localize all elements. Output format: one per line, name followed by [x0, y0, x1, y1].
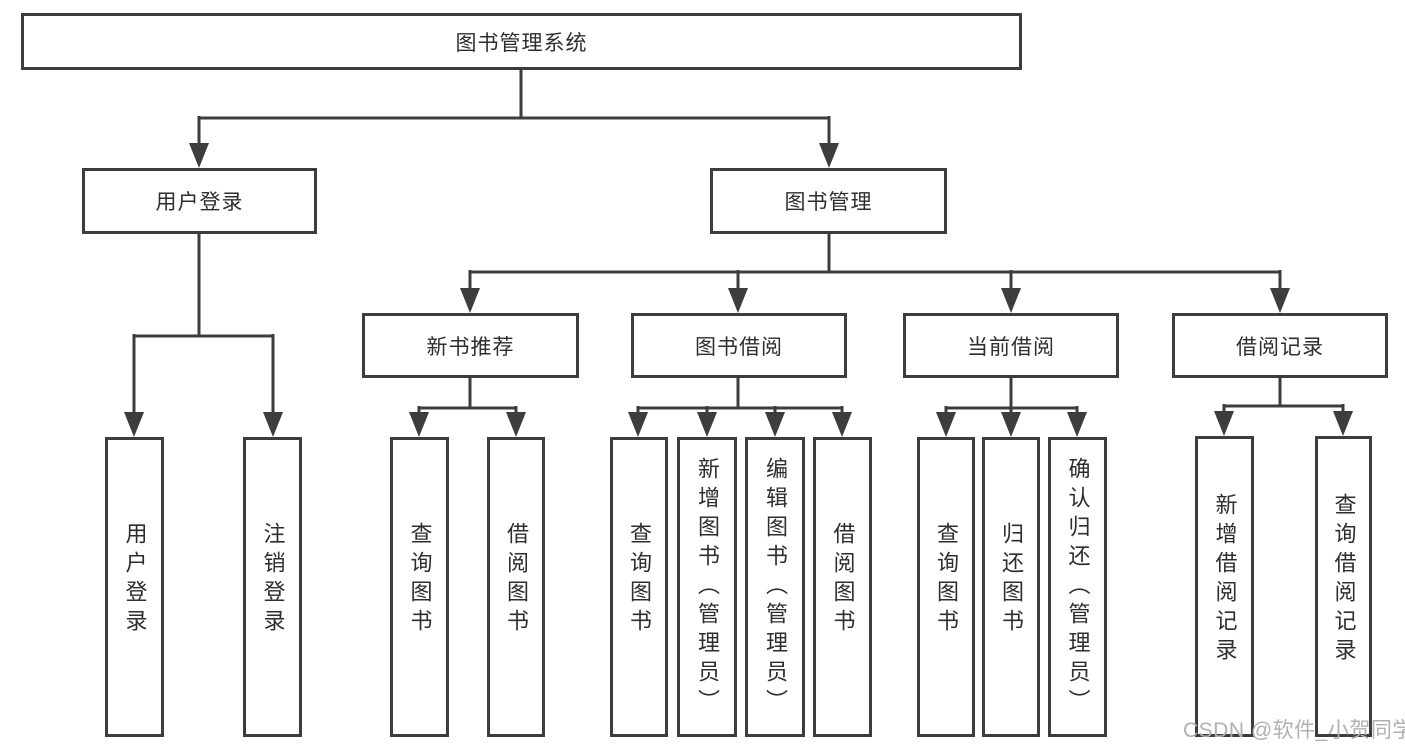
- node-book-borrowing-label: 图书借阅: [695, 335, 783, 359]
- node-new-book-recommend-label: 新书推荐: [426, 335, 515, 359]
- leaf-add-books-admin-label: 新增图书（管理员）: [695, 456, 720, 718]
- leaf-logout: 注销登录: [243, 437, 302, 737]
- leaf-query-books-recommend-label: 查询图书: [407, 522, 433, 638]
- leaf-return-books-label: 归还图书: [999, 522, 1024, 638]
- node-current-borrowing: 当前借阅: [903, 313, 1119, 378]
- leaf-query-borrow-record-label: 查询借阅记录: [1331, 492, 1357, 667]
- leaf-borrow-books-borrowing: 借阅图书: [813, 437, 872, 737]
- leaf-confirm-return-admin-label: 确认归还（管理员）: [1065, 456, 1091, 718]
- node-new-book-recommend: 新书推荐: [362, 313, 579, 378]
- leaf-add-books-admin: 新增图书（管理员）: [677, 437, 737, 737]
- leaf-borrow-books-borrowing-label: 借阅图书: [830, 522, 856, 638]
- leaf-query-books-recommend: 查询图书: [390, 437, 449, 737]
- leaf-logout-label: 注销登录: [260, 522, 286, 638]
- node-root: 图书管理系统: [21, 13, 1022, 70]
- leaf-confirm-return-admin: 确认归还（管理员）: [1048, 437, 1107, 737]
- node-book-management-label: 图书管理: [784, 191, 873, 214]
- node-borrowing-records-label: 借阅记录: [1236, 335, 1324, 359]
- node-current-borrowing-label: 当前借阅: [967, 335, 1055, 359]
- node-borrowing-records: 借阅记录: [1172, 313, 1388, 378]
- leaf-edit-books-admin-label: 编辑图书（管理员）: [763, 456, 788, 718]
- leaf-return-books: 归还图书: [982, 437, 1040, 737]
- node-user-login: 用户登录: [82, 168, 317, 234]
- leaf-edit-books-admin: 编辑图书（管理员）: [745, 437, 805, 737]
- leaf-user-login-label: 用户登录: [122, 522, 148, 638]
- leaf-query-borrow-record: 查询借阅记录: [1315, 436, 1372, 737]
- node-book-management: 图书管理: [710, 168, 947, 234]
- node-user-login-label: 用户登录: [155, 191, 244, 214]
- node-root-label: 图书管理系统: [455, 31, 588, 55]
- leaf-borrow-books-recommend: 借阅图书: [487, 437, 545, 737]
- leaf-add-borrow-record-label: 新增借阅记录: [1212, 492, 1238, 667]
- leaf-borrow-books-recommend-label: 借阅图书: [504, 522, 529, 638]
- node-book-borrowing: 图书借阅: [631, 313, 847, 378]
- leaf-add-borrow-record: 新增借阅记录: [1195, 436, 1254, 737]
- leaf-query-books-current: 查询图书: [917, 437, 975, 737]
- leaf-query-books-borrowing: 查询图书: [610, 437, 668, 737]
- watermark: CSDN @软件_小贺同学: [1183, 719, 1405, 742]
- leaf-query-books-borrowing-label: 查询图书: [627, 522, 652, 638]
- leaf-query-books-current-label: 查询图书: [934, 522, 959, 638]
- leaf-user-login: 用户登录: [105, 437, 164, 737]
